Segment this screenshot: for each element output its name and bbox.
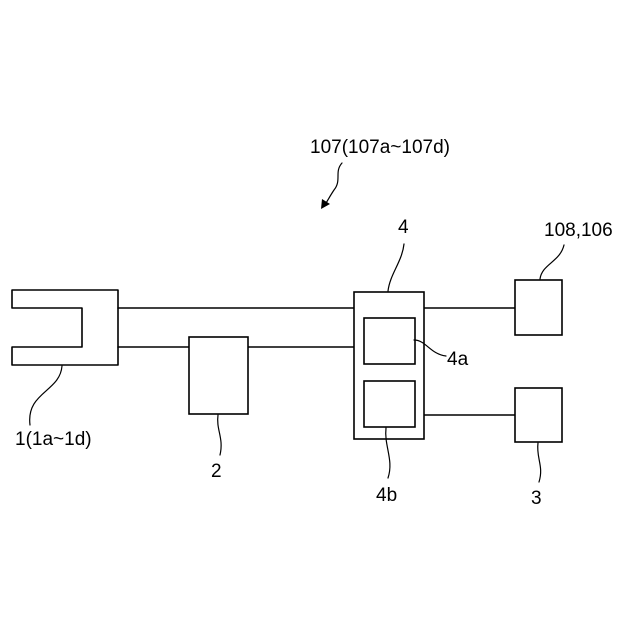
- block-108-106: [515, 280, 562, 335]
- leader-block-3: [538, 443, 541, 482]
- label-block-4: 4: [398, 217, 409, 238]
- label-assembly: 107(107a~107d): [310, 137, 450, 158]
- label-gripper: 1(1a~1d): [15, 429, 92, 450]
- assembly-arrowhead: [321, 199, 330, 209]
- block-3: [515, 388, 562, 442]
- label-block-3: 3: [531, 488, 542, 509]
- leader-gripper: [30, 366, 62, 425]
- block-2: [189, 337, 248, 414]
- label-block-4b: 4b: [376, 485, 397, 506]
- gripper-shape: [12, 290, 118, 365]
- leader-block-108-106: [540, 245, 564, 279]
- label-block-2: 2: [211, 461, 222, 482]
- leader-block-4: [388, 244, 404, 291]
- label-block-4a: 4a: [447, 349, 469, 370]
- assembly-pointer: [326, 163, 342, 203]
- block-4b: [364, 381, 415, 427]
- block-4a: [364, 318, 415, 364]
- label-block-108-106: 108,106: [544, 220, 613, 241]
- leader-block-2: [218, 415, 221, 455]
